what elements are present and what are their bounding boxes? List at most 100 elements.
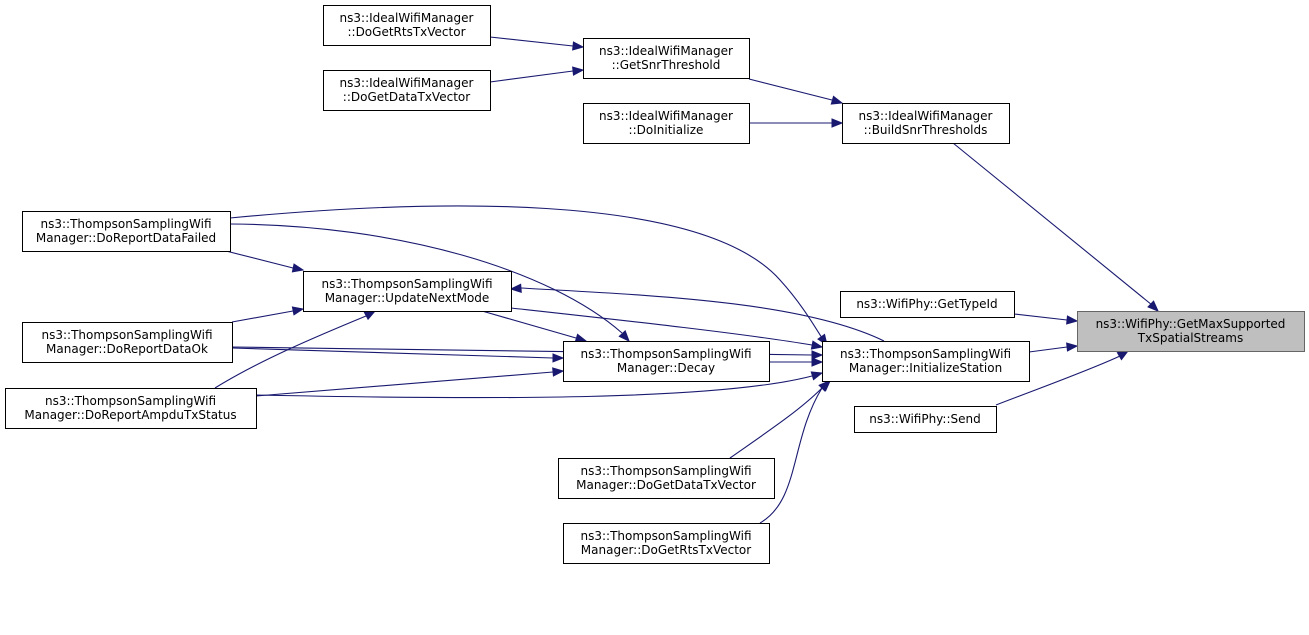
node-updatenext[interactable]: ns3::ThompsonSamplingWifiManager::Update… <box>303 271 512 312</box>
edge-line <box>729 387 823 459</box>
node-box <box>842 103 1010 144</box>
arrowhead <box>291 263 305 273</box>
node-buildsnr[interactable]: ns3::IdealWifiManager::BuildSnrThreshold… <box>842 103 1010 144</box>
arrowhead <box>1147 300 1159 312</box>
node-getsnr[interactable]: ns3::IdealWifiManager::GetSnrThreshold <box>583 38 750 79</box>
node-label: TxSpatialStreams <box>1137 331 1243 345</box>
arrowhead <box>830 95 844 105</box>
edge-line <box>1028 346 1068 353</box>
node-label: ns3::ThompsonSamplingWifi <box>321 277 492 291</box>
edge-getsnr-to-buildsnr <box>748 78 844 105</box>
node-label: ns3::ThompsonSamplingWifi <box>840 347 1011 361</box>
arrowhead <box>509 283 522 293</box>
edge-line <box>489 36 574 47</box>
edge-initstation-to-updatenext <box>509 283 885 342</box>
node-tsrts[interactable]: ns3::ThompsonSamplingWifiManager::DoGetR… <box>563 523 770 564</box>
node-box <box>854 406 997 433</box>
edge-line <box>231 310 294 323</box>
node-box <box>583 103 750 144</box>
node-label: ::GetSnrThreshold <box>612 58 721 72</box>
edge-idealrts-to-getsnr <box>489 36 585 51</box>
node-getmax[interactable]: ns3::WifiPhy::GetMaxSupportedTxSpatialSt… <box>1077 311 1305 352</box>
node-label: ns3::ThompsonSamplingWifi <box>580 347 751 361</box>
node-label: ns3::ThompsonSamplingWifi <box>45 394 216 408</box>
node-box <box>323 5 491 46</box>
edge-ampdu-to-initstation <box>255 371 824 399</box>
edge-line <box>255 371 554 397</box>
node-label: ns3::WifiPhy::GetTypeId <box>856 297 997 311</box>
edge-gettypeid-to-getmax <box>1013 313 1079 325</box>
edge-decay-to-initstation <box>769 357 824 367</box>
node-label: ns3::IdealWifiManager <box>340 76 474 90</box>
edge-line <box>229 205 823 339</box>
arrowhead <box>572 41 585 51</box>
arrowhead <box>1116 350 1130 361</box>
edge-dataok-to-updatenext <box>231 306 305 323</box>
node-doinit[interactable]: ns3::IdealWifiManager::DoInitialize <box>583 103 750 144</box>
node-box <box>303 271 512 312</box>
edge-buildsnr-to-getmax <box>952 142 1159 312</box>
node-box <box>563 341 770 382</box>
arrowhead <box>363 310 377 321</box>
arrowhead <box>831 118 844 128</box>
edge-updatenext-to-initstation <box>510 307 824 350</box>
node-label: Manager::DoReportAmpduTxStatus <box>24 408 236 422</box>
arrowhead <box>1066 315 1079 325</box>
node-label: ::DoInitialize <box>629 123 704 137</box>
node-label: ns3::ThompsonSamplingWifi <box>40 217 211 231</box>
node-idealdata[interactable]: ns3::IdealWifiManager::DoGetDataTxVector <box>323 70 491 111</box>
arrowhead <box>819 380 831 392</box>
arrowhead <box>552 353 565 363</box>
node-idealrts[interactable]: ns3::IdealWifiManager::DoGetRtsTxVector <box>323 5 491 46</box>
edge-line <box>255 375 813 399</box>
node-dataok[interactable]: ns3::ThompsonSamplingWifiManager::DoRepo… <box>22 322 233 363</box>
node-gettypeid[interactable]: ns3::WifiPhy::GetTypeId <box>840 291 1015 318</box>
node-label: ns3::ThompsonSamplingWifi <box>580 529 751 543</box>
node-label: ::BuildSnrThresholds <box>864 123 988 137</box>
node-label: ns3::WifiPhy::Send <box>869 412 980 426</box>
node-label: ::DoGetRtsTxVector <box>347 25 465 39</box>
node-label: Manager::InitializeStation <box>849 361 1002 375</box>
node-label: ns3::IdealWifiManager <box>859 109 993 123</box>
arrowhead <box>618 330 630 342</box>
edge-initstation-to-getmax <box>1028 342 1079 353</box>
node-box <box>5 388 257 429</box>
edge-line <box>481 310 577 339</box>
node-initstation[interactable]: ns3::ThompsonSamplingWifiManager::Initia… <box>822 341 1030 382</box>
edge-line <box>225 250 294 269</box>
node-label: ns3::IdealWifiManager <box>599 109 733 123</box>
node-label: Manager::DoGetDataTxVector <box>576 478 756 492</box>
node-label: ns3::WifiPhy::GetMaxSupported <box>1096 317 1286 331</box>
edge-line <box>510 307 813 346</box>
node-label: ns3::IdealWifiManager <box>599 44 733 58</box>
edge-line <box>952 142 1153 306</box>
edge-line <box>1013 313 1068 321</box>
arrowhead <box>574 333 588 343</box>
node-box <box>583 38 750 79</box>
node-box <box>22 211 231 252</box>
edge-tsrts-to-initstation <box>759 380 831 524</box>
arrowhead <box>811 357 824 367</box>
node-box <box>840 291 1015 318</box>
edge-line <box>229 223 623 334</box>
edge-failed-to-decay <box>229 223 630 342</box>
node-tsdata[interactable]: ns3::ThompsonSamplingWifiManager::DoGetD… <box>558 458 775 499</box>
edge-doinit-to-buildsnr <box>749 118 844 128</box>
node-ampdu[interactable]: ns3::ThompsonSamplingWifiManager::DoRepo… <box>5 388 257 429</box>
node-label: ns3::ThompsonSamplingWifi <box>580 464 751 478</box>
node-box <box>323 70 491 111</box>
node-send[interactable]: ns3::WifiPhy::Send <box>854 406 997 433</box>
edge-dataok-to-decay <box>231 347 565 363</box>
arrowhead <box>291 306 305 316</box>
node-box <box>22 322 233 363</box>
arrowhead <box>810 371 824 381</box>
node-label: ns3::IdealWifiManager <box>340 11 474 25</box>
arrowhead <box>811 350 824 360</box>
arrowhead <box>810 340 824 350</box>
node-label: Manager::DoReportDataFailed <box>36 231 216 245</box>
node-label: Manager::DoReportDataOk <box>46 342 208 356</box>
node-failed[interactable]: ns3::ThompsonSamplingWifiManager::DoRepo… <box>22 211 231 252</box>
node-label: ::DoGetDataTxVector <box>343 90 470 104</box>
